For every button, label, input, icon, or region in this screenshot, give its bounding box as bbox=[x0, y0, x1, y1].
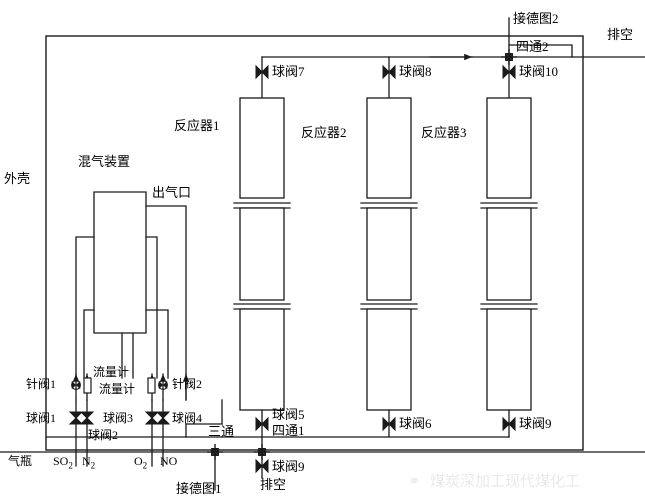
gas-formula-no: NO bbox=[160, 454, 178, 468]
ball-valve-1-icon bbox=[69, 411, 83, 425]
ball-valve-3-icon bbox=[145, 411, 159, 425]
gas-sub-so2: 2 bbox=[68, 460, 73, 471]
mixer-inlet-lines bbox=[75, 236, 169, 379]
outer-shell-frame bbox=[45, 35, 584, 451]
gas-formula-o2: O bbox=[134, 454, 143, 468]
valve-symbols bbox=[69, 48, 518, 473]
flow-meter-2-icon bbox=[147, 377, 156, 394]
flow-meter-1-label: 流量计 bbox=[93, 365, 130, 379]
gas-sub-o2: 2 bbox=[142, 460, 148, 471]
mixer-outlet-label: 出气口 bbox=[152, 185, 192, 200]
ball-valve-5-label: 球阀5 bbox=[272, 407, 305, 422]
ball-valve-4-icon bbox=[156, 411, 170, 425]
ball-valve-2-icon bbox=[80, 411, 94, 425]
gas-label-o2: O2 bbox=[134, 455, 147, 470]
gas-supply-lines bbox=[45, 399, 187, 467]
watermark-logo-icon: ⚭ bbox=[408, 474, 421, 490]
top-vent-line bbox=[508, 44, 645, 58]
ball-valve-6-label: 球阀6 bbox=[399, 416, 432, 431]
four-way-1-label: 四通1 bbox=[272, 423, 305, 438]
ball-valve-9-top-label: 球阀9 bbox=[519, 416, 552, 431]
needle-valve-1-label: 针阀1 bbox=[26, 377, 57, 391]
watermark: ⚭ 煤炭深加工现代煤化工 bbox=[408, 470, 580, 491]
reactor-3-vessel bbox=[480, 97, 538, 438]
bottom-vent-label: 排空 bbox=[260, 477, 287, 492]
mixing-device-vessel bbox=[93, 191, 147, 334]
gas-label-so2: SO2 bbox=[53, 455, 73, 470]
ball-valve-2-label: 球阀2 bbox=[88, 428, 119, 442]
ball-valve-10-label: 球阀10 bbox=[519, 64, 559, 79]
bottom-connect-label: 接德图1 bbox=[176, 481, 222, 496]
mixer-title: 混气装置 bbox=[78, 154, 131, 169]
ball-valve-1-label: 球阀1 bbox=[26, 411, 57, 425]
four-way-2-icon bbox=[500, 48, 518, 66]
gas-formula-n2: N bbox=[82, 454, 91, 468]
gas-source-label: 气瓶 bbox=[8, 454, 33, 468]
watermark-text: 煤炭深加工现代煤化工 bbox=[430, 474, 581, 490]
reactor-1-vessel bbox=[233, 97, 291, 438]
ball-valve-9-label: 球阀9 bbox=[272, 459, 305, 474]
top-connect-label: 接德图2 bbox=[513, 11, 559, 26]
gas-label-n2: N2 bbox=[82, 455, 95, 470]
gas-sub-n2: 2 bbox=[90, 460, 96, 471]
shell-label: 外壳 bbox=[4, 171, 31, 186]
reactor-1-label: 反应器1 bbox=[174, 118, 220, 133]
reactor-2-label: 反应器2 bbox=[301, 125, 347, 140]
four-way-2-label: 四通2 bbox=[516, 39, 549, 54]
four-way-1-icon bbox=[253, 443, 271, 461]
ball-valve-8-label: 球阀8 bbox=[399, 64, 432, 79]
ball-valve-7-label: 球阀7 bbox=[272, 64, 305, 79]
reactor-3-label: 反应器3 bbox=[421, 125, 467, 140]
ball-valve-4-label: 球阀4 bbox=[172, 411, 203, 425]
top-vent-label: 排空 bbox=[607, 27, 634, 42]
gas-label-no: NO bbox=[160, 455, 177, 467]
tee-icon bbox=[206, 443, 224, 461]
bottom-manifold bbox=[185, 399, 510, 438]
mixer-outlet-line bbox=[145, 205, 187, 401]
needle-valve-2-label: 针阀2 bbox=[172, 377, 203, 391]
tee-label: 三通 bbox=[208, 424, 235, 439]
gas-formula-so2: SO bbox=[53, 454, 69, 468]
ball-valve-3-label: 球阀3 bbox=[103, 411, 134, 425]
flow-meter-1-icon bbox=[83, 377, 92, 394]
flow-meter-2-label: 流量计 bbox=[99, 382, 136, 396]
reactor-2-vessel bbox=[360, 97, 418, 438]
